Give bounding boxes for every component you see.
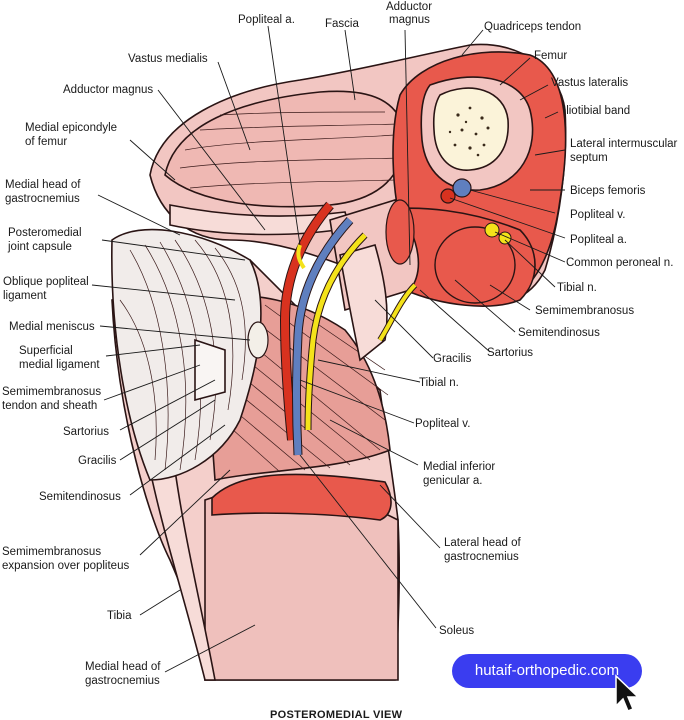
- femur-bone: [432, 87, 509, 171]
- label-popliteal-a-top: Popliteal a.: [238, 14, 295, 26]
- label-medial-head-gastro-1: Medial head of: [5, 179, 81, 191]
- medial-meniscus-shape: [247, 321, 269, 359]
- tibia-shape: [149, 469, 216, 681]
- label-posteromedial-2: joint capsule: [7, 241, 72, 253]
- femur-marrow: [448, 106, 490, 157]
- semimembranosus-cut: [434, 226, 516, 304]
- label-popliteal-v-mid: Popliteal v.: [415, 418, 470, 430]
- label-popliteal-a-right: Popliteal a.: [570, 234, 627, 246]
- label-semimem-expansion-2: expansion over popliteus: [2, 560, 129, 572]
- label-medial-epicondyle-1: Medial epicondyle: [25, 122, 117, 134]
- popliteal-vein-section: [452, 178, 472, 198]
- label-biceps-femoris: Biceps femoris: [570, 185, 646, 197]
- hamstring-tube-end: [385, 199, 415, 265]
- ligament-fibres: [119, 239, 246, 471]
- label-medial-head-gastro-bottom-2: gastrocnemius: [85, 675, 160, 687]
- label-gracilis-mid: Gracilis: [433, 353, 472, 365]
- popliteal-artery-section: [440, 188, 456, 204]
- labels: Popliteal a. Fascia Adductor magnus Quad…: [2, 1, 678, 687]
- label-tibial-n-right: Tibial n.: [557, 282, 597, 294]
- label-lateral-head-gastro-1: Lateral head of: [444, 537, 522, 549]
- label-adductor-magnus-top-1: Adductor: [386, 1, 432, 13]
- sartorius-tendon: [194, 338, 226, 402]
- label-iliotibial-band: Iliotibial band: [563, 105, 630, 117]
- thigh-striations: [179, 111, 401, 189]
- label-femur: Femur: [534, 50, 567, 62]
- label-sartorius-left: Sartorius: [63, 426, 109, 438]
- label-semimembranosus-right: Semimembranosus: [535, 305, 634, 317]
- watermark-badge[interactable]: hutaif-orthopedic.com: [452, 654, 642, 688]
- label-gracilis-left: Gracilis: [78, 455, 117, 467]
- label-semitendinosus-right: Semitendinosus: [518, 327, 600, 339]
- label-medial-head-gastro-bottom-1: Medial head of: [85, 661, 161, 673]
- label-superficial-mcl-1: Superficial: [19, 345, 73, 357]
- label-medial-epicondyle-2: of femur: [25, 136, 67, 148]
- label-lateral-head-gastro-2: gastrocnemius: [444, 551, 519, 563]
- label-semimem-tendon-1: Semimembranosus: [2, 386, 101, 398]
- label-lateral-intermuscular-2: septum: [570, 152, 608, 164]
- label-tibia: Tibia: [107, 610, 132, 622]
- label-oblique-popliteal-1: Oblique popliteal: [3, 276, 89, 288]
- label-adductor-magnus-left: Adductor magnus: [63, 84, 153, 96]
- label-fascia: Fascia: [325, 18, 359, 30]
- label-vastus-medialis: Vastus medialis: [128, 53, 208, 65]
- label-posteromedial-1: Posteromedial: [8, 227, 82, 239]
- label-semitendinosus-left: Semitendinosus: [39, 491, 121, 503]
- gastrocnemius-cut-surface: [211, 473, 392, 521]
- label-quadriceps-tendon: Quadriceps tendon: [484, 21, 581, 33]
- label-soleus: Soleus: [439, 625, 474, 637]
- label-vastus-lateralis: Vastus lateralis: [551, 77, 628, 89]
- label-medial-inferior-genicular-2: genicular a.: [423, 475, 482, 487]
- label-semimem-expansion-1: Semimembranosus: [2, 546, 101, 558]
- caption: POSTEROMEDIAL VIEW: [270, 709, 403, 720]
- label-common-peroneal: Common peroneal n.: [566, 257, 673, 269]
- mouse-cursor-icon: [615, 674, 640, 712]
- label-oblique-popliteal-2: ligament: [3, 290, 47, 302]
- label-semimem-tendon-2: tendon and sheath: [2, 400, 97, 412]
- gracilis-tube: [339, 244, 388, 362]
- label-popliteal-v-right: Popliteal v.: [570, 209, 625, 221]
- label-tibial-n-mid: Tibial n.: [419, 377, 459, 389]
- leader-lines: [91, 25, 566, 673]
- vastus-medialis-muscle: [164, 90, 406, 208]
- label-adductor-magnus-top-2: magnus: [389, 14, 430, 26]
- label-medial-meniscus: Medial meniscus: [9, 321, 95, 333]
- label-lateral-intermuscular-1: Lateral intermuscular: [570, 138, 678, 150]
- label-sartorius-mid: Sartorius: [487, 347, 533, 359]
- label-medial-head-gastro-2: gastrocnemius: [5, 193, 80, 205]
- common-peroneal-nerve-section: [484, 222, 500, 238]
- label-medial-inferior-genicular-1: Medial inferior: [423, 461, 495, 473]
- label-superficial-mcl-2: medial ligament: [19, 359, 100, 371]
